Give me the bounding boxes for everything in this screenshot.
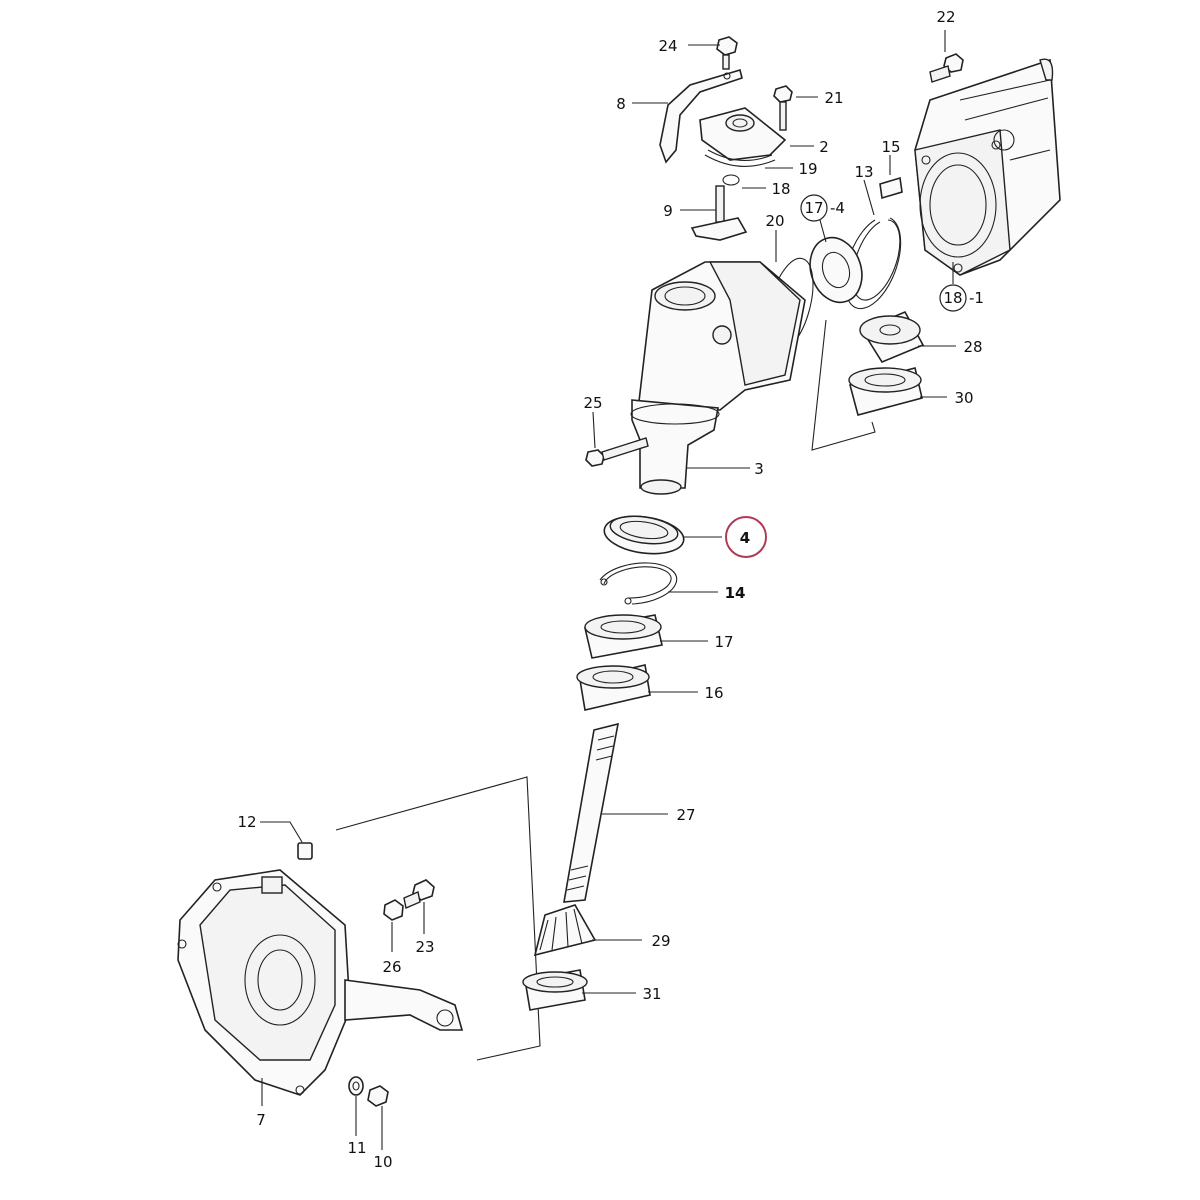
- callout-24: 24: [658, 37, 677, 55]
- oil-seal-4: [603, 515, 685, 555]
- callout-8: 8: [616, 95, 626, 113]
- circled-ref-18-1-suffix: -1: [969, 289, 984, 307]
- callout-31: 31: [642, 985, 661, 1003]
- circled-ref-18-1-number: 18: [943, 289, 962, 307]
- gear-case-housing: [914, 58, 1061, 276]
- callout-29: 29: [651, 932, 670, 950]
- callout-28: 28: [963, 338, 982, 356]
- bevel-gear-28: [859, 310, 925, 363]
- bolt-21: [773, 85, 793, 131]
- callout-25: 25: [583, 394, 602, 412]
- drive-shaft-27: [563, 722, 620, 903]
- nut-26: [383, 899, 404, 921]
- callout-9: 9: [663, 202, 673, 220]
- callout-20: 20: [765, 212, 784, 230]
- circlip-13: [844, 217, 902, 310]
- callout-15: 15: [881, 138, 900, 156]
- bolt-22: [929, 53, 964, 83]
- callout-26: 26: [382, 958, 401, 976]
- bolt-23: [403, 879, 435, 909]
- leader-lines: [260, 30, 956, 1150]
- callout-3: 3: [754, 460, 764, 478]
- callout-7: 7: [256, 1111, 266, 1129]
- callout-22: 22: [936, 8, 955, 26]
- circled-ref-18-1: 18 -1: [939, 284, 984, 312]
- callout-12: 12: [237, 813, 256, 831]
- circled-ref-17-4-suffix: -4: [830, 199, 845, 217]
- circled-ref-17-4-number: 17: [804, 199, 823, 217]
- washer-11: [348, 1076, 364, 1096]
- plug-12: [297, 842, 313, 860]
- callout-14: 14: [725, 584, 746, 602]
- highlight-ring: [725, 516, 767, 558]
- gasket-19: [704, 149, 776, 167]
- assembly-connector-lines: [335, 319, 876, 1061]
- callout-13: 13: [854, 163, 873, 181]
- bolt-25: [585, 437, 649, 467]
- shift-shaft-9: [690, 185, 748, 241]
- bearing-30: [848, 367, 923, 416]
- pin-15: [879, 176, 903, 200]
- circled-ref-17-4: 17 -4: [800, 194, 845, 222]
- circlip-14: [599, 562, 678, 605]
- callout-2: 2: [819, 138, 829, 156]
- bracket-part: [659, 68, 743, 164]
- lower-housing-7: [177, 869, 464, 1096]
- callout-17: 17: [714, 633, 733, 651]
- callout-27: 27: [676, 806, 695, 824]
- callout-30: 30: [954, 389, 973, 407]
- callout-21: 21: [824, 89, 843, 107]
- callout-11: 11: [347, 1139, 366, 1157]
- bolt-24: [716, 36, 738, 70]
- bearing-17: [584, 614, 663, 659]
- bolt-10: [367, 1085, 389, 1107]
- bearing-31: [522, 969, 588, 1011]
- o-ring-18: [722, 174, 740, 186]
- top-cover: [699, 107, 787, 161]
- pinion-gear-29: [533, 904, 597, 957]
- callout-23: 23: [415, 938, 434, 956]
- callout-labels: 24 8 21 2 19 18 9 22 15 13 20 28 30 25 3…: [237, 8, 982, 1171]
- callout-16: 16: [704, 684, 723, 702]
- callout-10: 10: [373, 1153, 392, 1171]
- callout-4: 4: [740, 529, 750, 547]
- callout-18: 18: [771, 180, 790, 198]
- bearing-16: [576, 664, 651, 711]
- main-gear-case: [630, 261, 806, 495]
- callout-19: 19: [798, 160, 817, 178]
